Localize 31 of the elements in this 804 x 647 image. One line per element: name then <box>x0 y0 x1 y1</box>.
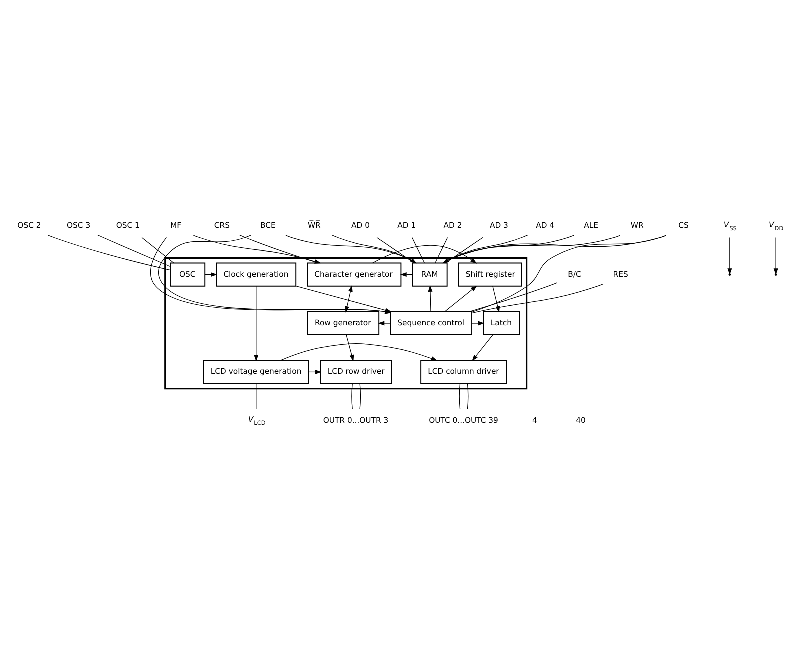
connector <box>444 235 528 264</box>
arrow <box>444 286 478 312</box>
arrow <box>378 321 391 326</box>
connector <box>240 234 319 264</box>
connector <box>48 235 171 271</box>
connector <box>446 237 484 264</box>
arrow <box>428 285 433 312</box>
arrow <box>774 237 778 276</box>
arrow <box>372 245 478 264</box>
connector <box>256 384 257 410</box>
connector <box>360 384 361 410</box>
connector <box>467 384 469 410</box>
connector <box>459 384 461 410</box>
connector <box>435 237 448 264</box>
connector <box>412 237 426 264</box>
arrow <box>254 286 259 362</box>
arrow <box>472 334 494 362</box>
arrow <box>286 235 418 264</box>
arrow <box>728 237 732 276</box>
arrow <box>472 321 485 326</box>
arrow <box>193 235 322 264</box>
arrow <box>346 334 354 362</box>
connector <box>376 237 414 264</box>
arrow <box>280 343 438 361</box>
connector <box>443 235 621 264</box>
connector <box>98 235 171 268</box>
connector <box>444 235 574 264</box>
connector <box>352 384 353 410</box>
arrow <box>442 235 667 264</box>
connector <box>142 237 174 264</box>
connector <box>332 235 416 264</box>
